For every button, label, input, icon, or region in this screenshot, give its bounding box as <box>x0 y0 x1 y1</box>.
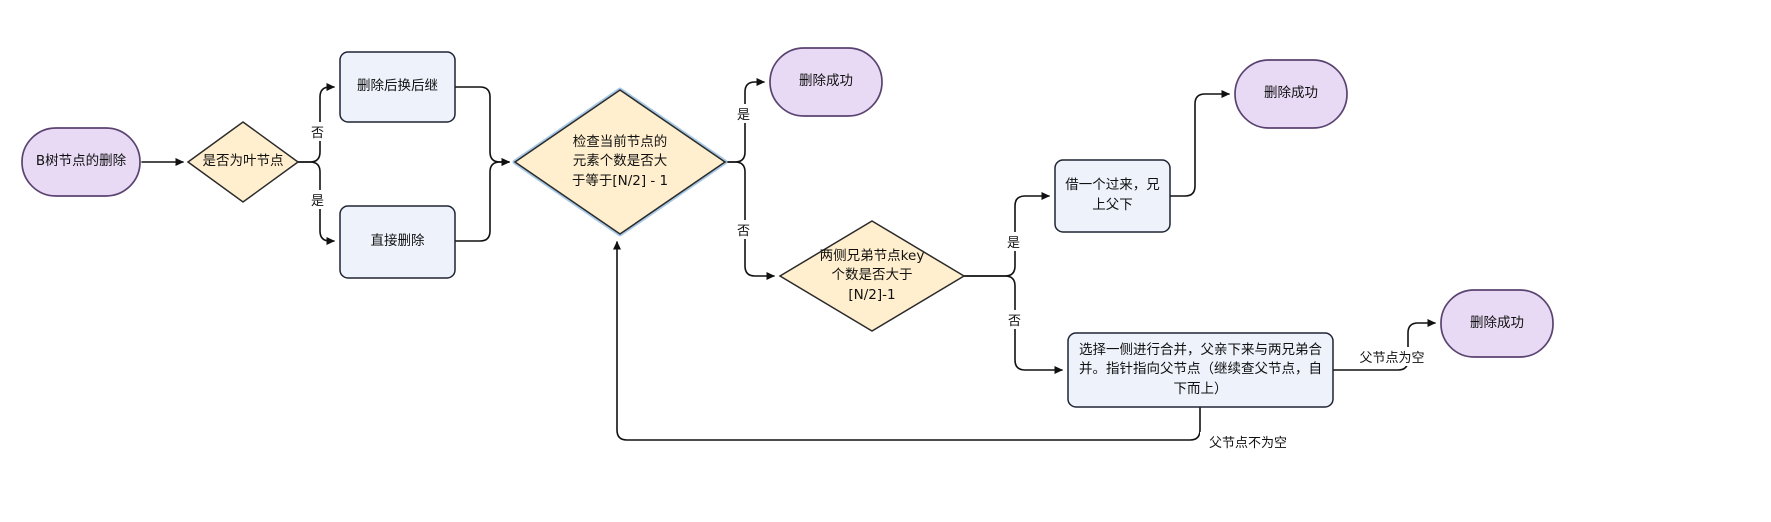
nodes <box>21 47 1554 408</box>
edge-label-parent-empty: 父节点为空 <box>1348 347 1436 366</box>
start-node-label: B树节点的删除 <box>35 153 127 170</box>
edge-direct-check <box>454 158 510 242</box>
end-success3-shape <box>1440 289 1554 358</box>
process-delete-successor-shape <box>339 51 456 123</box>
process-direct-delete-label: 直接删除 <box>370 233 425 250</box>
decision-is-leaf-label: 是否为叶节点 <box>202 153 284 170</box>
edge-check-no-sibling <box>724 161 775 280</box>
edge-label-no3: 否 <box>1005 310 1025 329</box>
decision-check-count-shape <box>513 89 727 235</box>
process-merge-shape <box>1067 332 1334 408</box>
process-borrow-label: 借一个过来，兄上父下 <box>1065 177 1160 213</box>
process-direct-delete-shape <box>339 205 456 279</box>
process-delete-successor-label: 删除后换后继 <box>357 78 438 95</box>
edge-label-yes3: 是 <box>1004 232 1024 251</box>
edge-label-parent-not-empty: 父节点不为空 <box>1200 432 1296 451</box>
decision-is-leaf-shape <box>186 121 300 203</box>
process-merge-label: 选择一侧进行合并，父亲下来与两兄弟合并。指针指向父节点（继续查父节点，自下而上） <box>1079 341 1322 397</box>
end-success2-label: 删除成功 <box>1264 85 1318 102</box>
edge-successor-check <box>454 86 510 166</box>
decision-sibling-keys-shape <box>778 220 966 332</box>
edge-merge-success3 <box>1332 319 1436 371</box>
decision-sibling-keys-label: 两侧兄弟节点key个数是否大于[N/2]-1 <box>819 247 925 303</box>
edge-label-no2: 否 <box>734 220 754 239</box>
edge-label-yes1: 是 <box>308 190 328 209</box>
end-success1-shape <box>769 47 883 117</box>
decision-check-count-label: 检查当前节点的元素个数是否大于等于[N/2] - 1 <box>571 133 669 189</box>
end-success1-label: 删除成功 <box>799 73 853 90</box>
start-node-shape <box>21 127 141 197</box>
end-success3-label: 删除成功 <box>1470 314 1524 331</box>
edge-borrow-success2 <box>1169 90 1230 197</box>
end-success2-shape <box>1234 59 1348 129</box>
edge-merge-loopback-check <box>613 241 1201 441</box>
edge-label-yes2: 是 <box>734 104 754 123</box>
process-borrow-shape <box>1054 159 1171 233</box>
edge-label-no1: 否 <box>308 122 328 141</box>
